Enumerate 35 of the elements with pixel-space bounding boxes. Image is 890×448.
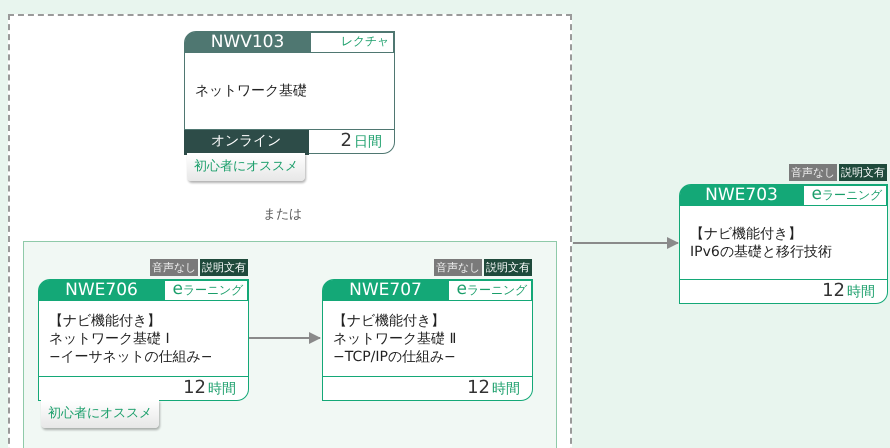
course-type: eラーニング [448,280,532,301]
audio-badge: 音声なし [150,259,198,276]
course-title: 【ナビ機能付き】 [49,312,162,330]
course-title: −TCP/IPの仕組み− [333,348,457,366]
dashed-group [8,14,572,448]
course-code: NWV103 [185,32,310,53]
course-code: NWE707 [323,280,448,301]
duration: 12 時間 [466,377,521,400]
arrow [573,237,679,249]
course-code: NWE706 [39,280,164,301]
course-group [23,241,557,448]
recommend-tab: 初心者にオススメ [187,153,305,180]
course-code: NWE703 [680,185,803,206]
audio-badge: 音声なし [789,164,837,181]
course-type: eラーニング [164,280,248,301]
course-type: レクチャ [310,32,394,53]
caption-badge: 説明文有 [484,259,532,276]
arrow [249,332,321,344]
recommend-tab: 初心者にオススメ [41,400,159,428]
caption-badge: 説明文有 [200,259,248,276]
audio-badge: 音声なし [434,259,482,276]
duration: 2 日間 [340,130,383,153]
course-title: ネットワーク基礎 [195,82,308,100]
course-title: −イーサネットの仕組み− [49,348,214,366]
duration: 12 時間 [821,280,876,303]
course-title: IPv6の基礎と移行技術 [690,242,833,260]
course-title: 【ナビ機能付き】 [690,224,803,242]
duration: 12 時間 [182,377,237,400]
caption-badge: 説明文有 [839,164,887,181]
or-label: または [263,206,302,224]
course-type: eラーニング [803,185,887,206]
course-title: ネットワーク基礎 Ⅱ [333,330,458,348]
delivery-mode: オンライン [184,130,308,154]
course-title: ネットワーク基礎 Ⅰ [49,330,171,348]
course-title: 【ナビ機能付き】 [333,312,446,330]
